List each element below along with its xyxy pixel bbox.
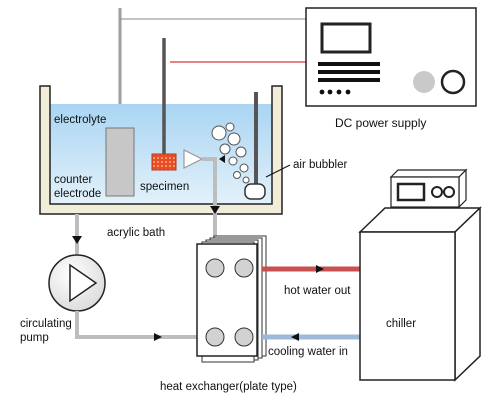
label-electrolyte: electrolyte [54,114,107,126]
pump-to-exchanger-pipe [75,311,205,341]
dc-power-supply [305,7,477,107]
label-dc-power-supply: DC power supply [335,116,427,130]
heat-exchanger [196,235,267,363]
counter-electrode [105,127,135,197]
outlet-pipe [72,214,82,256]
label-cooling-water-in: cooling water in [268,346,348,358]
circulating-pump [48,254,106,312]
cooling-water-pipe [262,333,360,341]
chiller-controller [389,168,468,209]
label-acrylic-bath: acrylic bath [107,227,166,239]
label-counter-electrode: counter electrode [54,174,102,200]
label-circulating-pump: circulating pump [20,318,72,344]
label-chiller: chiller [386,318,417,330]
flow-nozzle [183,149,204,169]
air-bubbler [211,92,266,200]
label-specimen: specimen [140,181,190,193]
label-heat-exchanger: heat exchanger(plate type) [160,381,297,393]
chiller [358,168,482,382]
label-hot-water-out: hot water out [284,285,351,297]
hot-water-pipe [262,265,360,273]
air-bubbler-leader [265,164,291,178]
return-pipe [202,155,225,244]
specimen [151,38,177,171]
label-air-bubbler: air bubbler [293,159,348,171]
